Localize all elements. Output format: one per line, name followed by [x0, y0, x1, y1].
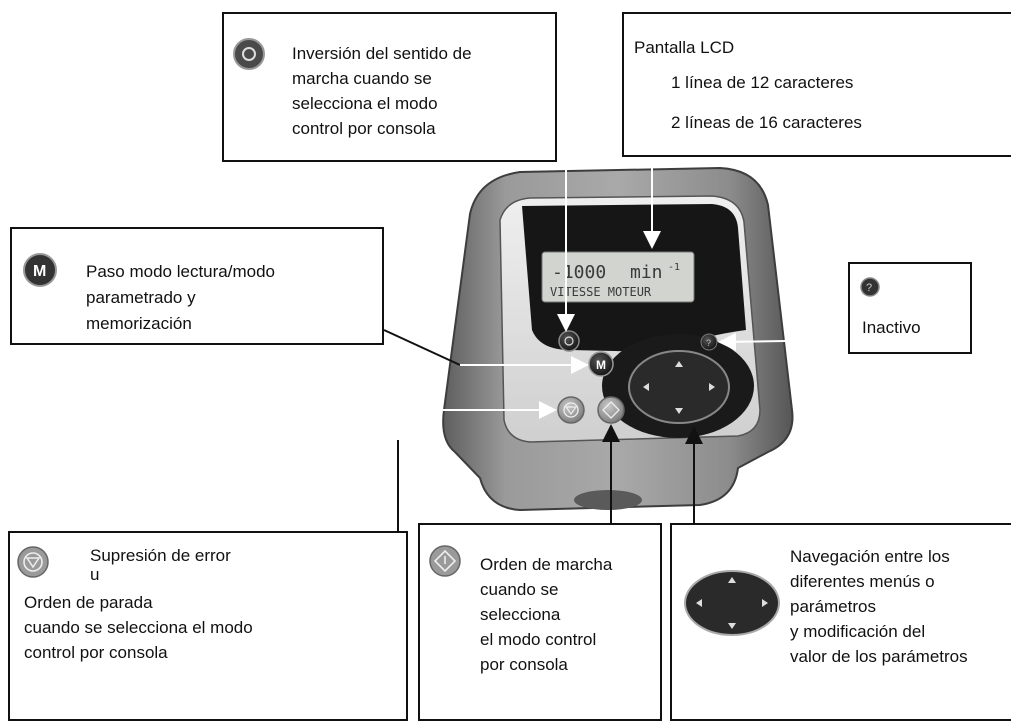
leader-mode	[383, 329, 461, 366]
stop-key-icon	[16, 545, 50, 584]
stop-key-triangle	[564, 406, 578, 416]
svg-text:M: M	[33, 263, 46, 280]
start-line-4: el modo control	[480, 630, 597, 649]
device-help-key[interactable]	[700, 333, 718, 351]
nav-left-arrow[interactable]	[643, 383, 649, 391]
callout-lcd	[622, 12, 1011, 157]
callout-stop	[8, 531, 408, 721]
reverse-line-3: selecciona el modo	[292, 94, 438, 113]
reverse-line-1: Inversión del sentido de	[292, 44, 472, 63]
nav-line-1: Navegación entre los	[790, 547, 950, 566]
callout-help	[848, 262, 972, 354]
device-mode-key-letter: M	[596, 358, 606, 372]
callout-mode	[10, 227, 384, 345]
reverse-line-4: control por consola	[292, 119, 436, 138]
lcd-row1-exp: -1	[668, 262, 680, 273]
reverse-key-symbol	[564, 336, 574, 346]
lcd-title: Pantalla LCD	[634, 38, 735, 57]
start-key-icon	[428, 544, 462, 583]
start-line-3: selecciona	[480, 605, 561, 624]
stop-line-2: u	[90, 565, 100, 584]
nav-pad-icon	[682, 568, 782, 643]
nav-right-arrow[interactable]	[709, 383, 715, 391]
svg-text:?: ?	[866, 282, 872, 294]
device-stop-key[interactable]	[557, 396, 585, 424]
nav-up-arrow[interactable]	[675, 361, 683, 367]
start-line-5: por consola	[480, 655, 568, 674]
lcd-row2: VITESSE MOTEUR	[550, 285, 652, 299]
lcd-line-1: 1 línea de 12 caracteres	[671, 73, 854, 92]
stop-line-1: Supresión de error	[90, 546, 231, 565]
nav-line-4: y modificación del	[790, 622, 926, 641]
device-illustration: -1000 min -1 VITESSE MOTEUR M ?	[442, 166, 794, 512]
nav-line-3: parámetros	[790, 597, 876, 616]
reverse-key-icon	[232, 37, 266, 76]
nav-line-2: diferentes menús o	[790, 572, 935, 591]
start-line-2: cuando se	[480, 580, 559, 599]
leader-help	[718, 332, 849, 351]
start-key-symbol	[602, 401, 620, 419]
help-text: Inactivo	[862, 318, 921, 337]
mode-line-2: parametrado y	[86, 288, 196, 307]
callout-reverse	[222, 12, 557, 162]
leader-stop	[397, 401, 557, 531]
stop-line-3: Orden de parada	[24, 593, 153, 612]
connector-lines	[383, 231, 849, 531]
device-help-key-symbol: ?	[706, 338, 711, 348]
start-line-1: Orden de marcha	[480, 555, 613, 574]
device-nav-pad[interactable]	[628, 350, 730, 424]
reverse-line-2: marcha cuando se	[292, 69, 432, 88]
lcd-line-2: 2 líneas de 16 caracteres	[671, 113, 862, 132]
nav-line-5: valor de los parámetros	[790, 647, 968, 666]
device-connector	[574, 490, 642, 510]
stop-line-4: cuando se selecciona el modo	[24, 618, 253, 637]
mode-key-icon: M	[22, 252, 58, 293]
lcd-screen	[541, 251, 695, 303]
lcd-row1-unit: min	[630, 262, 663, 283]
device-start-key[interactable]	[597, 396, 625, 424]
mode-line-3: memorización	[86, 314, 192, 333]
stop-key-symbol	[563, 402, 579, 418]
help-key-icon: ?	[859, 276, 881, 303]
device-mode-key[interactable]	[588, 351, 614, 377]
stop-line-5: control por consola	[24, 643, 168, 662]
nav-down-arrow[interactable]	[675, 408, 683, 414]
mode-line-1: Paso modo lectura/modo	[86, 262, 275, 281]
